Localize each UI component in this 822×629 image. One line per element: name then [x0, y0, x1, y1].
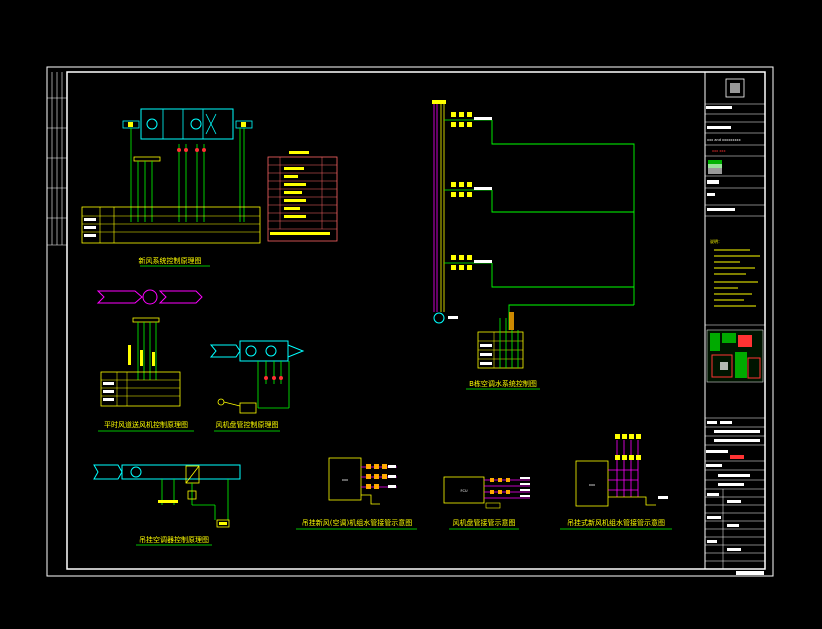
- fan-coil-unit-label: FCU: [460, 489, 467, 493]
- key-plan: [706, 329, 764, 383]
- fresh-air-unit-label: xxx: [342, 478, 348, 482]
- fresh-air-connection-title: 吊挂新风(空调)机组水管接管示意图: [302, 518, 412, 527]
- water-system-title: B栋空调水系统控制图: [469, 379, 537, 388]
- notes-heading: 说明：: [710, 238, 722, 244]
- legend-table: [267, 151, 338, 242]
- inner-frame: [66, 71, 766, 570]
- fresh-air-connection-diagram: xxx 吊挂新风(空调)机组水管接管示意图: [296, 457, 417, 530]
- split-unit-connection-diagram: xxx 吊挂式新风机组水管接管示意图: [560, 434, 672, 530]
- ahu-control-diagram: 新风系统控制原理图: [81, 108, 261, 267]
- branch-group-3: [444, 255, 492, 270]
- left-margin-strip: [47, 72, 67, 246]
- branch-group-1: [444, 112, 492, 127]
- fan-coil-connection-diagram: FCU 风机盘管接管示意图: [443, 476, 530, 530]
- split-unit-connection-title: 吊挂式新风机组水管接管示意图: [567, 518, 665, 527]
- stamp-block: [736, 571, 764, 575]
- fan-coil-diagram: 风机盘管控制原理图: [209, 340, 305, 432]
- ventilation-control-title: 平时风道送风机控制原理图: [104, 420, 188, 429]
- ceiling-unit-diagram: 吊挂空调器控制原理图: [93, 464, 241, 546]
- company-logo: [725, 78, 745, 98]
- ventilation-diagram: 平时风道送风机控制原理图: [96, 289, 203, 432]
- title-block: xxx and xxxxxxxxx xxx xxx 说明：: [704, 72, 765, 575]
- fan-coil-control-title: 风机盘管控制原理图: [216, 420, 279, 429]
- branch-group-2: [444, 182, 492, 197]
- fan-coil-connection-title: 风机盘管接管示意图: [453, 518, 516, 527]
- outer-frame: [46, 66, 774, 577]
- ahu-control-title: 新风系统控制原理图: [139, 256, 202, 265]
- company-line: xxx and xxxxxxxxx: [707, 138, 741, 142]
- split-unit-label: xxx: [589, 483, 595, 487]
- red-tag: xxx xxx: [712, 149, 726, 153]
- ceiling-unit-control-title: 吊挂空调器控制原理图: [139, 535, 209, 544]
- water-system-diagram: B栋空调水系统控制图: [432, 100, 635, 390]
